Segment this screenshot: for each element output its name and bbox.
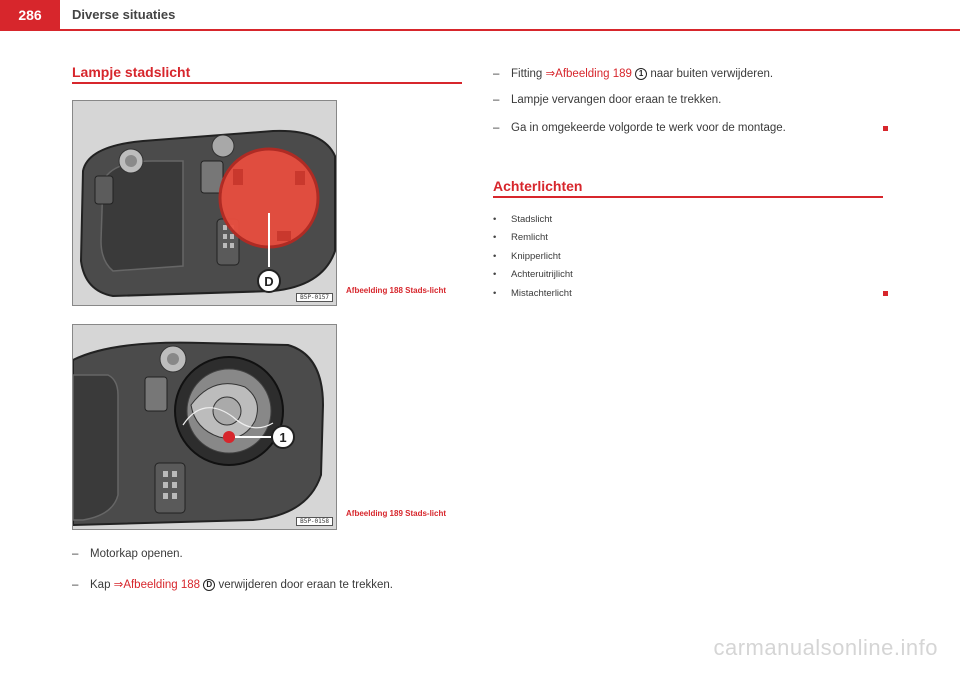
xref-afbeelding-188[interactable]: ⇒Afbeelding 188 xyxy=(113,579,201,591)
figure-code: B5P-0158 xyxy=(296,517,333,526)
callout-1: 1 xyxy=(279,430,286,445)
section-rule xyxy=(72,82,462,84)
section-end-mark xyxy=(883,291,888,296)
callout-d: D xyxy=(264,274,273,289)
figure-188: D B5P-0157 xyxy=(72,100,337,306)
section-rule xyxy=(493,196,883,198)
step-lampje-vervangen: –Lampje vervangen door eraan te trekken. xyxy=(493,94,722,106)
step-fitting: –Fitting ⇒Afbeelding 189 1 naar buiten v… xyxy=(493,68,774,80)
section-title-achterlichten: Achterlichten xyxy=(493,178,583,194)
step-montage: –Ga in omgekeerde volgorde te werk voor … xyxy=(493,122,786,134)
step-motorkap: –Motorkap openen. xyxy=(72,548,183,560)
callout-badge-1: 1 xyxy=(635,68,648,80)
list-item: •Achteruitrijlicht xyxy=(493,269,573,280)
watermark: carmanualsonline.info xyxy=(713,635,938,660)
list-item: •Stadslicht xyxy=(493,214,553,225)
step-kap: –Kap ⇒Afbeelding 188 D verwijderen door … xyxy=(72,579,393,591)
figure-code: B5P-0157 xyxy=(296,293,333,302)
list-item: •Mistachterlicht xyxy=(493,288,572,299)
list-item: •Remlicht xyxy=(493,232,548,243)
headlight-open-illustration: 1 xyxy=(73,325,336,529)
caption-188: Afbeelding 188 Stads-licht xyxy=(346,286,447,295)
header-rule xyxy=(0,29,960,31)
figure-189: 1 B5P-0158 xyxy=(72,324,337,530)
running-title: Diverse situaties xyxy=(72,7,176,22)
caption-189: Afbeelding 189 Stads-licht xyxy=(346,509,447,518)
list-item: •Knipperlicht xyxy=(493,251,561,262)
section-end-mark xyxy=(883,126,888,131)
xref-afbeelding-189[interactable]: ⇒Afbeelding 189 xyxy=(545,68,632,80)
section-title-stadslicht: Lampje stadslicht xyxy=(72,64,191,80)
callout-badge-d: D xyxy=(203,579,216,591)
page-number: 286 xyxy=(0,0,60,30)
headlight-illustration: D xyxy=(73,101,336,305)
